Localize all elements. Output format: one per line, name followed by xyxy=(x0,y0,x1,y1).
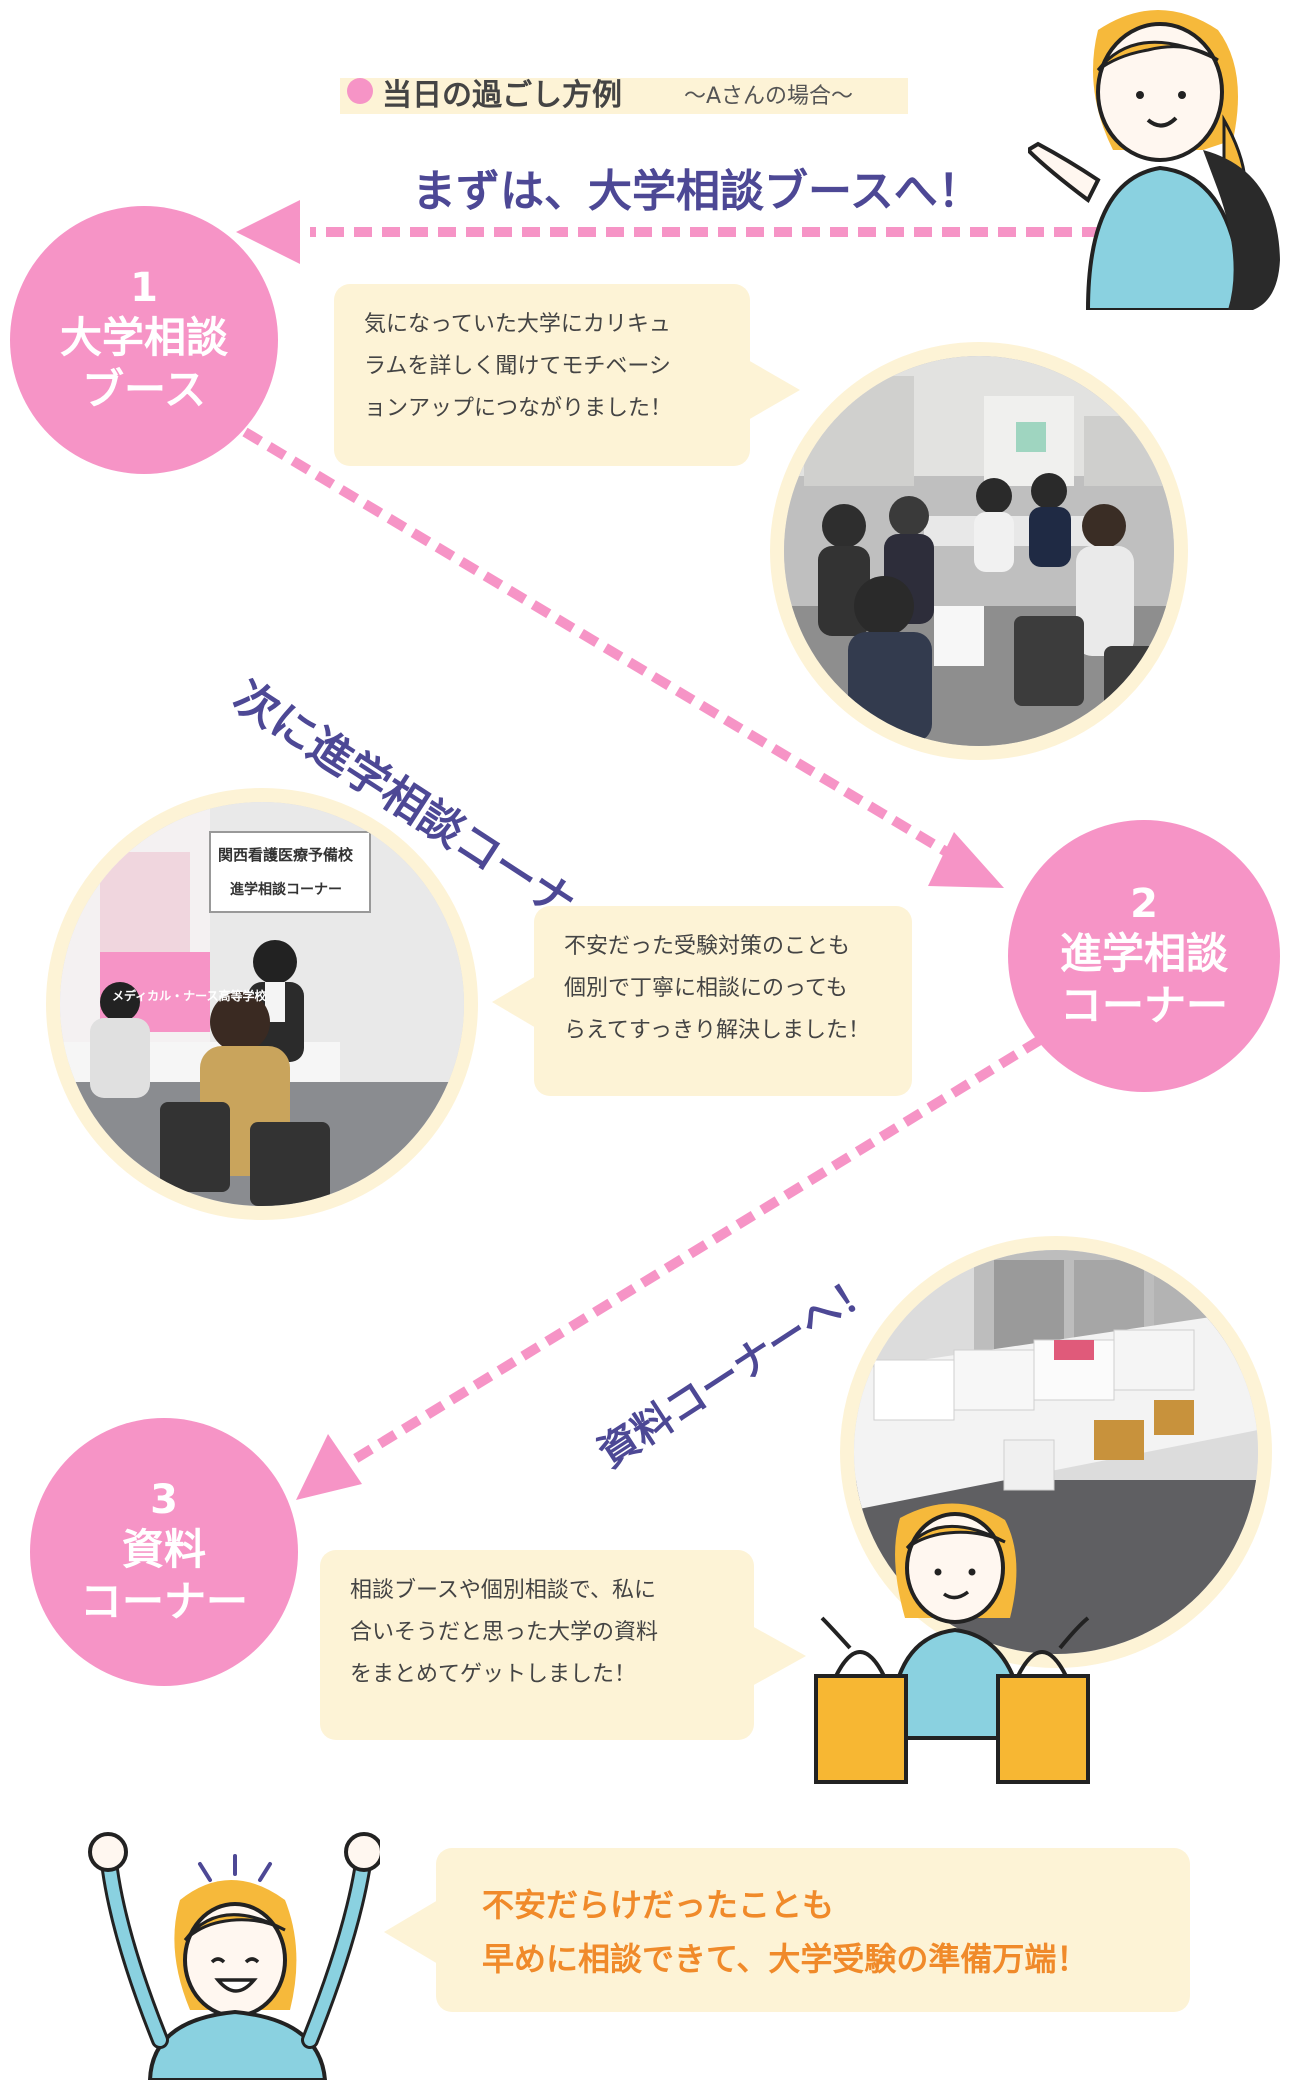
comment-bubble-step3: 相談ブースや個別相談で、私に 合いそうだと思った大学の資料 をまとめてゲットしま… xyxy=(320,1550,754,1740)
comment-line: 気になっていた大学にカリキュ xyxy=(364,312,671,337)
page-subtitle: 〜Aさんの場合〜 xyxy=(684,84,854,109)
final-comment-line: 早めに相談できて、大学受験の準備万端！ xyxy=(482,1940,1089,1978)
page-title: 当日の過ごし方例 xyxy=(382,78,622,113)
sign-line-1: 関西看護医療予備校 xyxy=(218,846,354,864)
comment-line: ラムを詳しく聞けてモチベーシ xyxy=(364,354,671,379)
arrowhead-2 xyxy=(928,832,1004,888)
final-comment-bubble: 不安だらけだったことも 早めに相談できて、大学受験の準備万端！ xyxy=(436,1848,1190,2012)
comment-line: ョンアップにつながりました！ xyxy=(364,396,673,421)
step-number: 1 xyxy=(130,265,158,311)
comment-line: 不安だった受験対策のことも xyxy=(564,934,851,959)
comment-line: 合いそうだと思った大学の資料 xyxy=(350,1620,659,1645)
step-1-circle: 1 大学相談 ブース xyxy=(10,206,278,474)
step-2-circle: 2 進学相談 コーナー xyxy=(1008,820,1280,1092)
comment-line: らえてすっきり解決しました！ xyxy=(564,1018,871,1043)
comment-line: 個別で丁寧に相談にのっても xyxy=(564,976,848,1001)
arrowhead-1 xyxy=(236,200,300,264)
comment-line: をまとめてゲットしました！ xyxy=(350,1662,637,1687)
step-number: 2 xyxy=(1130,881,1158,927)
photo-university-booth xyxy=(770,342,1188,760)
sign-line-2: 進学相談コーナー xyxy=(230,881,342,898)
step-label-line: 資料 xyxy=(121,1525,206,1574)
comment-bubble-step2: 不安だった受験対策のことも 個別で丁寧に相談にのっても らえてすっきり解決しまし… xyxy=(534,906,912,1096)
final-comment-line: 不安だらけだったことも xyxy=(482,1886,835,1924)
step-label-line: コーナー xyxy=(79,1577,248,1626)
comment-bubble-step1: 気になっていた大学にカリキュ ラムを詳しく聞けてモチベーシ ョンアップにつながり… xyxy=(334,284,750,466)
header-bullet-icon xyxy=(347,78,373,104)
photo-consultation-corner: メディカル・ナース高等学校 関西看護医療予備校 進学相談コーナー xyxy=(46,788,478,1220)
arrowhead-3 xyxy=(296,1434,362,1500)
step-number: 3 xyxy=(150,1477,178,1523)
character-pointing-girl xyxy=(1028,10,1280,310)
character-cheering-girl xyxy=(88,1832,380,2080)
step-label-line: 進学相談 xyxy=(1059,929,1228,978)
step-label-line: 大学相談 xyxy=(59,313,228,362)
direction-first: まずは、大学相談ブースへ！ xyxy=(412,166,982,217)
character-shopping-girl xyxy=(814,1503,1090,1784)
step-3-circle: 3 資料 コーナー xyxy=(30,1418,298,1686)
banner-text: メディカル・ナース高等学校 xyxy=(112,988,268,1003)
connector-3 xyxy=(347,1035,1043,1467)
step-label-line: ブース xyxy=(82,365,206,414)
header-band xyxy=(340,78,908,114)
comment-line: 相談ブースや個別相談で、私に xyxy=(350,1578,657,1603)
step-label-line: コーナー xyxy=(1059,981,1228,1030)
